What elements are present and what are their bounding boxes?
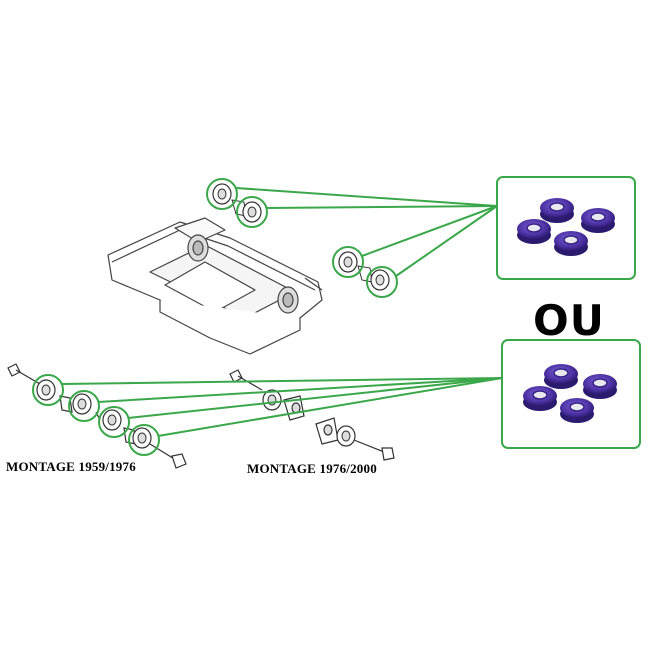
callout-circle (98, 406, 130, 438)
bolt-assembly-late (229, 369, 395, 461)
montage-early-label: MONTAGE 1959/1976 (6, 459, 136, 474)
callout-circle (236, 196, 268, 228)
callout-circle (68, 390, 100, 422)
callout-circle (332, 246, 364, 278)
callout-circle (366, 266, 398, 298)
bolt-assembly-early (7, 363, 187, 469)
callout-circle (206, 178, 238, 210)
subframe-drawing (107, 217, 323, 355)
or-label: OU (533, 296, 605, 345)
upper-parts-group-1 (212, 183, 262, 223)
callout-circle (32, 374, 64, 406)
bushing-set-photo-top (496, 176, 636, 280)
montage-late-label: MONTAGE 1976/2000 (247, 461, 377, 476)
callout-circles (32, 178, 398, 456)
bushing-set-photo-bottom (501, 339, 641, 449)
leader-lines (61, 187, 503, 437)
upper-parts-group-2 (338, 251, 390, 291)
callout-circle (128, 424, 160, 456)
